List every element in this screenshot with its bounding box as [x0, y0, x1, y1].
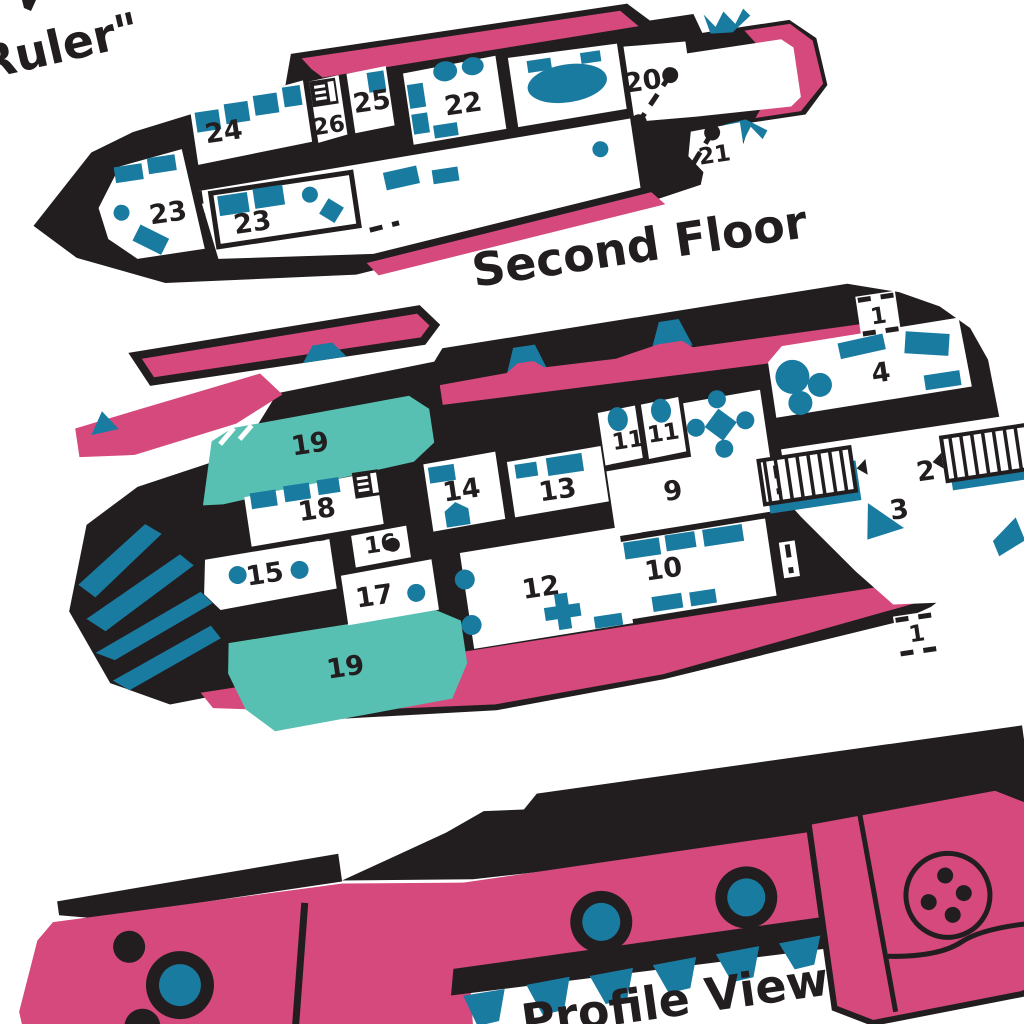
room-23b [207, 169, 362, 250]
label-tank-19-bottom: 19 [325, 650, 367, 686]
nose-zigzag-top [703, 8, 751, 34]
engine-pod [805, 784, 1024, 1024]
left-wing-top [75, 373, 283, 458]
label-room-4: 4 [869, 357, 892, 390]
room-11-arches [607, 398, 672, 432]
engine-blades [78, 524, 221, 691]
room-22-floor [403, 55, 507, 145]
hull-band-top [301, 10, 639, 78]
pod-port-ring [903, 850, 993, 940]
hatch-door-icon [309, 77, 339, 108]
room-15-furniture [228, 560, 309, 585]
corridor-link-21 [689, 124, 721, 168]
label-room-16: 16 [363, 529, 399, 559]
room-label-23a: 23 [147, 195, 189, 231]
room-22-furniture [406, 57, 484, 139]
room-14-furniture [427, 463, 471, 528]
tank-slashes [218, 423, 254, 446]
room-label-22: 22 [442, 86, 484, 122]
label-room-9: 9 [661, 475, 684, 508]
room-label-23b: 23 [232, 205, 274, 241]
label-room-18: 18 [296, 492, 338, 528]
label-room-13: 13 [537, 472, 579, 508]
label-room-12: 12 [520, 570, 562, 606]
label-room-15: 15 [244, 556, 286, 592]
panel-seam [286, 902, 309, 1024]
hatch-door-icon-main [351, 469, 382, 499]
tank-19-top [202, 395, 435, 506]
room-18-furniture [249, 477, 341, 510]
label-airlock-1-top: 1 [869, 302, 889, 330]
profile-view [19, 725, 1024, 1024]
room-label-26: 26 [311, 111, 347, 141]
lower-rooms-floor [198, 118, 641, 259]
airlock-1-bottom-floor [892, 610, 941, 659]
second-floor-plan: 23 23 24 26 25 22 20 21 [33, 3, 828, 283]
room-label-25: 25 [351, 84, 393, 120]
room-12-floor [459, 527, 634, 649]
label-tank-19-top: 19 [289, 426, 331, 462]
label-room-11a: 11 [610, 426, 646, 456]
keel-fins [463, 935, 821, 1024]
room-label-21: 21 [697, 140, 733, 170]
room-12-furniture [454, 569, 624, 636]
room-15-floor [204, 539, 337, 610]
profile-spine [341, 725, 1024, 881]
room-17-furniture [385, 537, 426, 602]
label-room-14: 14 [441, 472, 483, 508]
room-20-table [526, 50, 607, 104]
hull-band-top-main [439, 322, 915, 405]
main-floor-plan: 1 4 2 3 1 9 10 11 11 12 13 14 15 16 17 1… [69, 283, 1024, 732]
room-24-floor [190, 80, 313, 165]
label-room-10: 10 [643, 551, 685, 587]
left-panel-portholes [113, 930, 214, 1024]
room-label-24: 24 [203, 114, 245, 150]
second-floor-doors [196, 126, 528, 233]
title-cutoff-letter [22, 0, 36, 11]
label-airlock-1-bottom: 1 [907, 620, 927, 648]
profile-left-wing [57, 853, 343, 919]
room-25-furniture [366, 70, 387, 93]
staircase-right [932, 422, 1024, 491]
room-4-furniture [775, 331, 962, 415]
lower-deck-furniture [382, 141, 609, 191]
label-room-2: 2 [914, 455, 937, 488]
label-room-3: 3 [888, 493, 911, 526]
staircase-left [756, 444, 868, 514]
label-room-17: 17 [353, 578, 395, 614]
mid-band-portholes [570, 866, 778, 953]
room-9-floor [606, 389, 779, 537]
room-3-furniture [867, 503, 1024, 557]
door-gap-2 [778, 540, 800, 579]
room-10-furniture [623, 523, 745, 612]
room-18-floor [244, 471, 384, 547]
antenna-vent [303, 342, 347, 364]
corridor-link-20 [630, 67, 679, 131]
pod-seam [887, 919, 1024, 959]
hull-band-bottom [366, 192, 666, 276]
room-21-floor [688, 122, 747, 174]
top-antenna [128, 305, 441, 386]
room-24-lockers [194, 84, 303, 133]
airlock-1-top-floor [855, 290, 902, 339]
room-17-floor [340, 559, 439, 626]
left-wing-vent [91, 411, 119, 436]
label-room-11b: 11 [646, 418, 682, 448]
room-16-floor [351, 525, 411, 568]
room-label-20: 20 [622, 64, 664, 100]
tank-19-bottom [228, 610, 468, 732]
room-23a-furniture [113, 154, 177, 255]
main-floor-doors [295, 292, 939, 657]
room-9-diamond-table [686, 390, 755, 458]
corridor-20-floor [623, 39, 801, 122]
room-13-furniture [514, 452, 585, 479]
profile-keel-strip [451, 915, 835, 996]
